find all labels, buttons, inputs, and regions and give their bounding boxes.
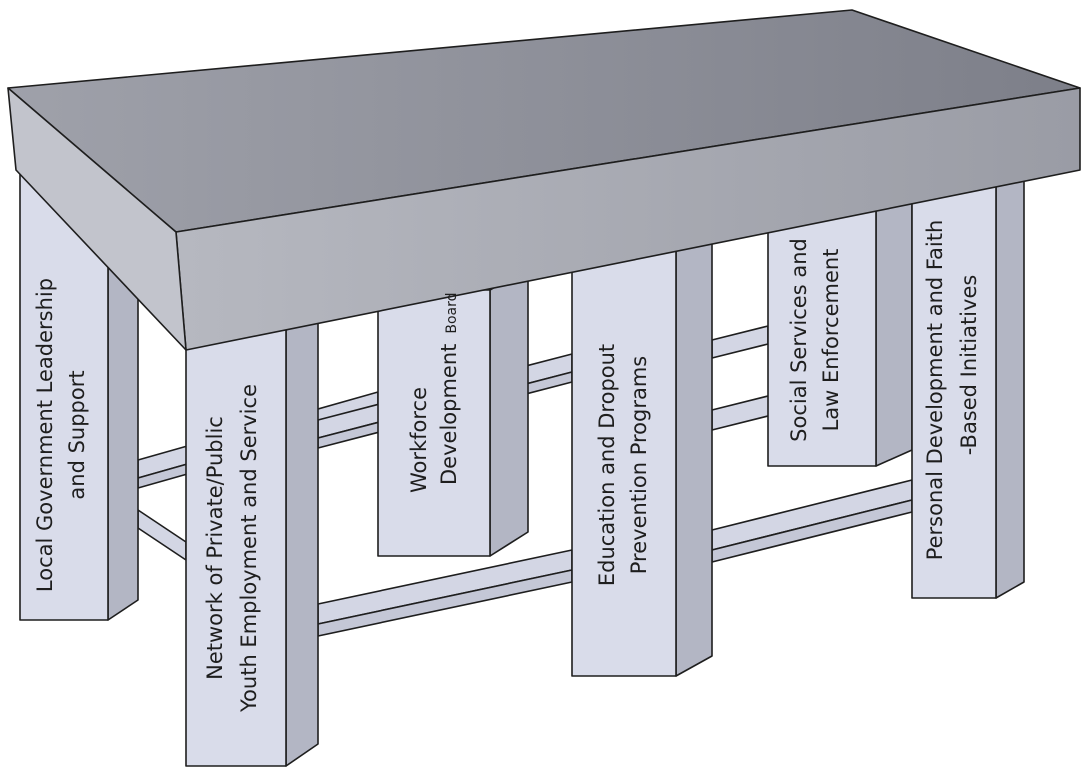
pillar-label-education-line2: Prevention Programs (627, 356, 651, 575)
leg-education-side (675, 211, 713, 677)
leg-personal-side (995, 137, 1025, 599)
leg-social-face (767, 199, 877, 467)
pillar-label-local-government-line1: Local Government Leadership (33, 278, 57, 592)
leg-network-face (185, 329, 287, 767)
pillar-label-social-line1: Social Services and (787, 238, 811, 442)
pillar-label-workforce-suffix: Board (444, 292, 460, 333)
leg-network-side (285, 317, 319, 767)
leg-workforce-side (489, 267, 529, 557)
pillar-label-workforce-line2-main: Development (437, 344, 461, 485)
pillar-label-local-government-line2: and Support (65, 370, 89, 499)
leg-workforce-face (377, 289, 491, 557)
pillar-label-workforce-line2: Development Board (437, 292, 461, 485)
pillar-label-education-line1: Education and Dropout (595, 344, 619, 586)
pillar-labels: Local Government Leadership and Support … (33, 220, 981, 713)
leg-social-side (875, 183, 913, 467)
pillar-label-network-line1: Network of Private/Public (203, 416, 227, 680)
leg-personal-face (911, 149, 997, 599)
pillar-label-network-line2: Youth Employment and Service (237, 384, 261, 713)
pillar-label-social-line2: Law Enforcement (819, 249, 843, 432)
tabletop (7, 9, 1081, 351)
rail-diagonal-left (137, 509, 187, 561)
back-legs (377, 183, 913, 557)
rail-back-right (711, 325, 769, 359)
tabletop-left-edge (7, 87, 187, 351)
pillar-label-personal-line1: Personal Development and Faith (923, 220, 947, 561)
pillar-label-workforce-line1: Workforce (407, 387, 431, 493)
leg-education-face (571, 227, 677, 677)
pillar-label-personal-line2: -Based Initiatives (957, 275, 981, 456)
